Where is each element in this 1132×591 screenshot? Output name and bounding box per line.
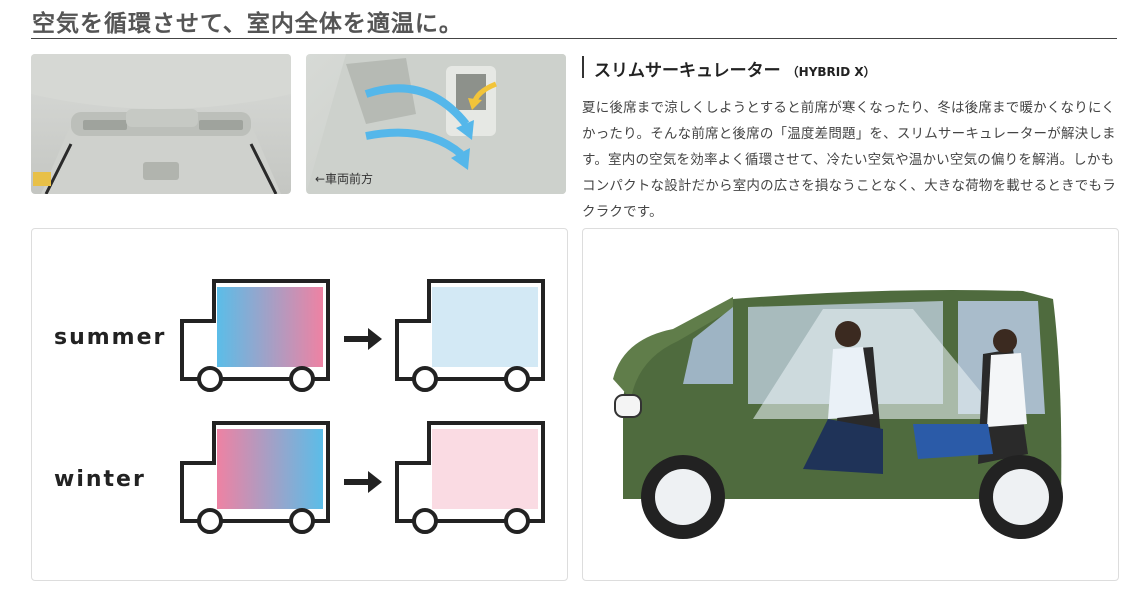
car-illustration-card xyxy=(582,228,1119,581)
temperature-diagram-card: summer winter xyxy=(31,228,568,581)
section-heading: スリムサーキュレーター （HYBRID X） xyxy=(582,56,876,81)
vehicle-front-caption: ←車両前方 xyxy=(315,172,374,186)
summer-label: summer xyxy=(54,325,167,350)
summer-arrow-icon xyxy=(344,328,382,350)
airflow-arrow-bottom xyxy=(365,128,464,158)
vent-photo xyxy=(31,54,291,194)
description-text: 夏に後席まで涼しくしようとすると前席が寒くなったり、冬は後席まで暖かくなりにくか… xyxy=(582,100,1116,220)
airflow-arrow-top xyxy=(364,84,470,127)
airflow-photo: ←車両前方 xyxy=(306,54,566,194)
grade-label: （HYBRID X） xyxy=(786,65,876,79)
winter-after-vehicle-icon xyxy=(395,421,545,534)
car-cutaway-image xyxy=(613,290,1063,539)
winter-arrow-icon xyxy=(344,471,382,493)
summer-after-vehicle-icon xyxy=(395,279,545,392)
summer-before-vehicle-icon xyxy=(180,279,330,392)
page-title: 空気を循環させて、室内全体を適温に。 xyxy=(32,11,463,37)
winter-label: winter xyxy=(54,467,146,492)
title-divider xyxy=(31,38,1117,39)
winter-before-vehicle-icon xyxy=(180,421,330,534)
circulator-title: スリムサーキュレーター xyxy=(594,61,781,81)
